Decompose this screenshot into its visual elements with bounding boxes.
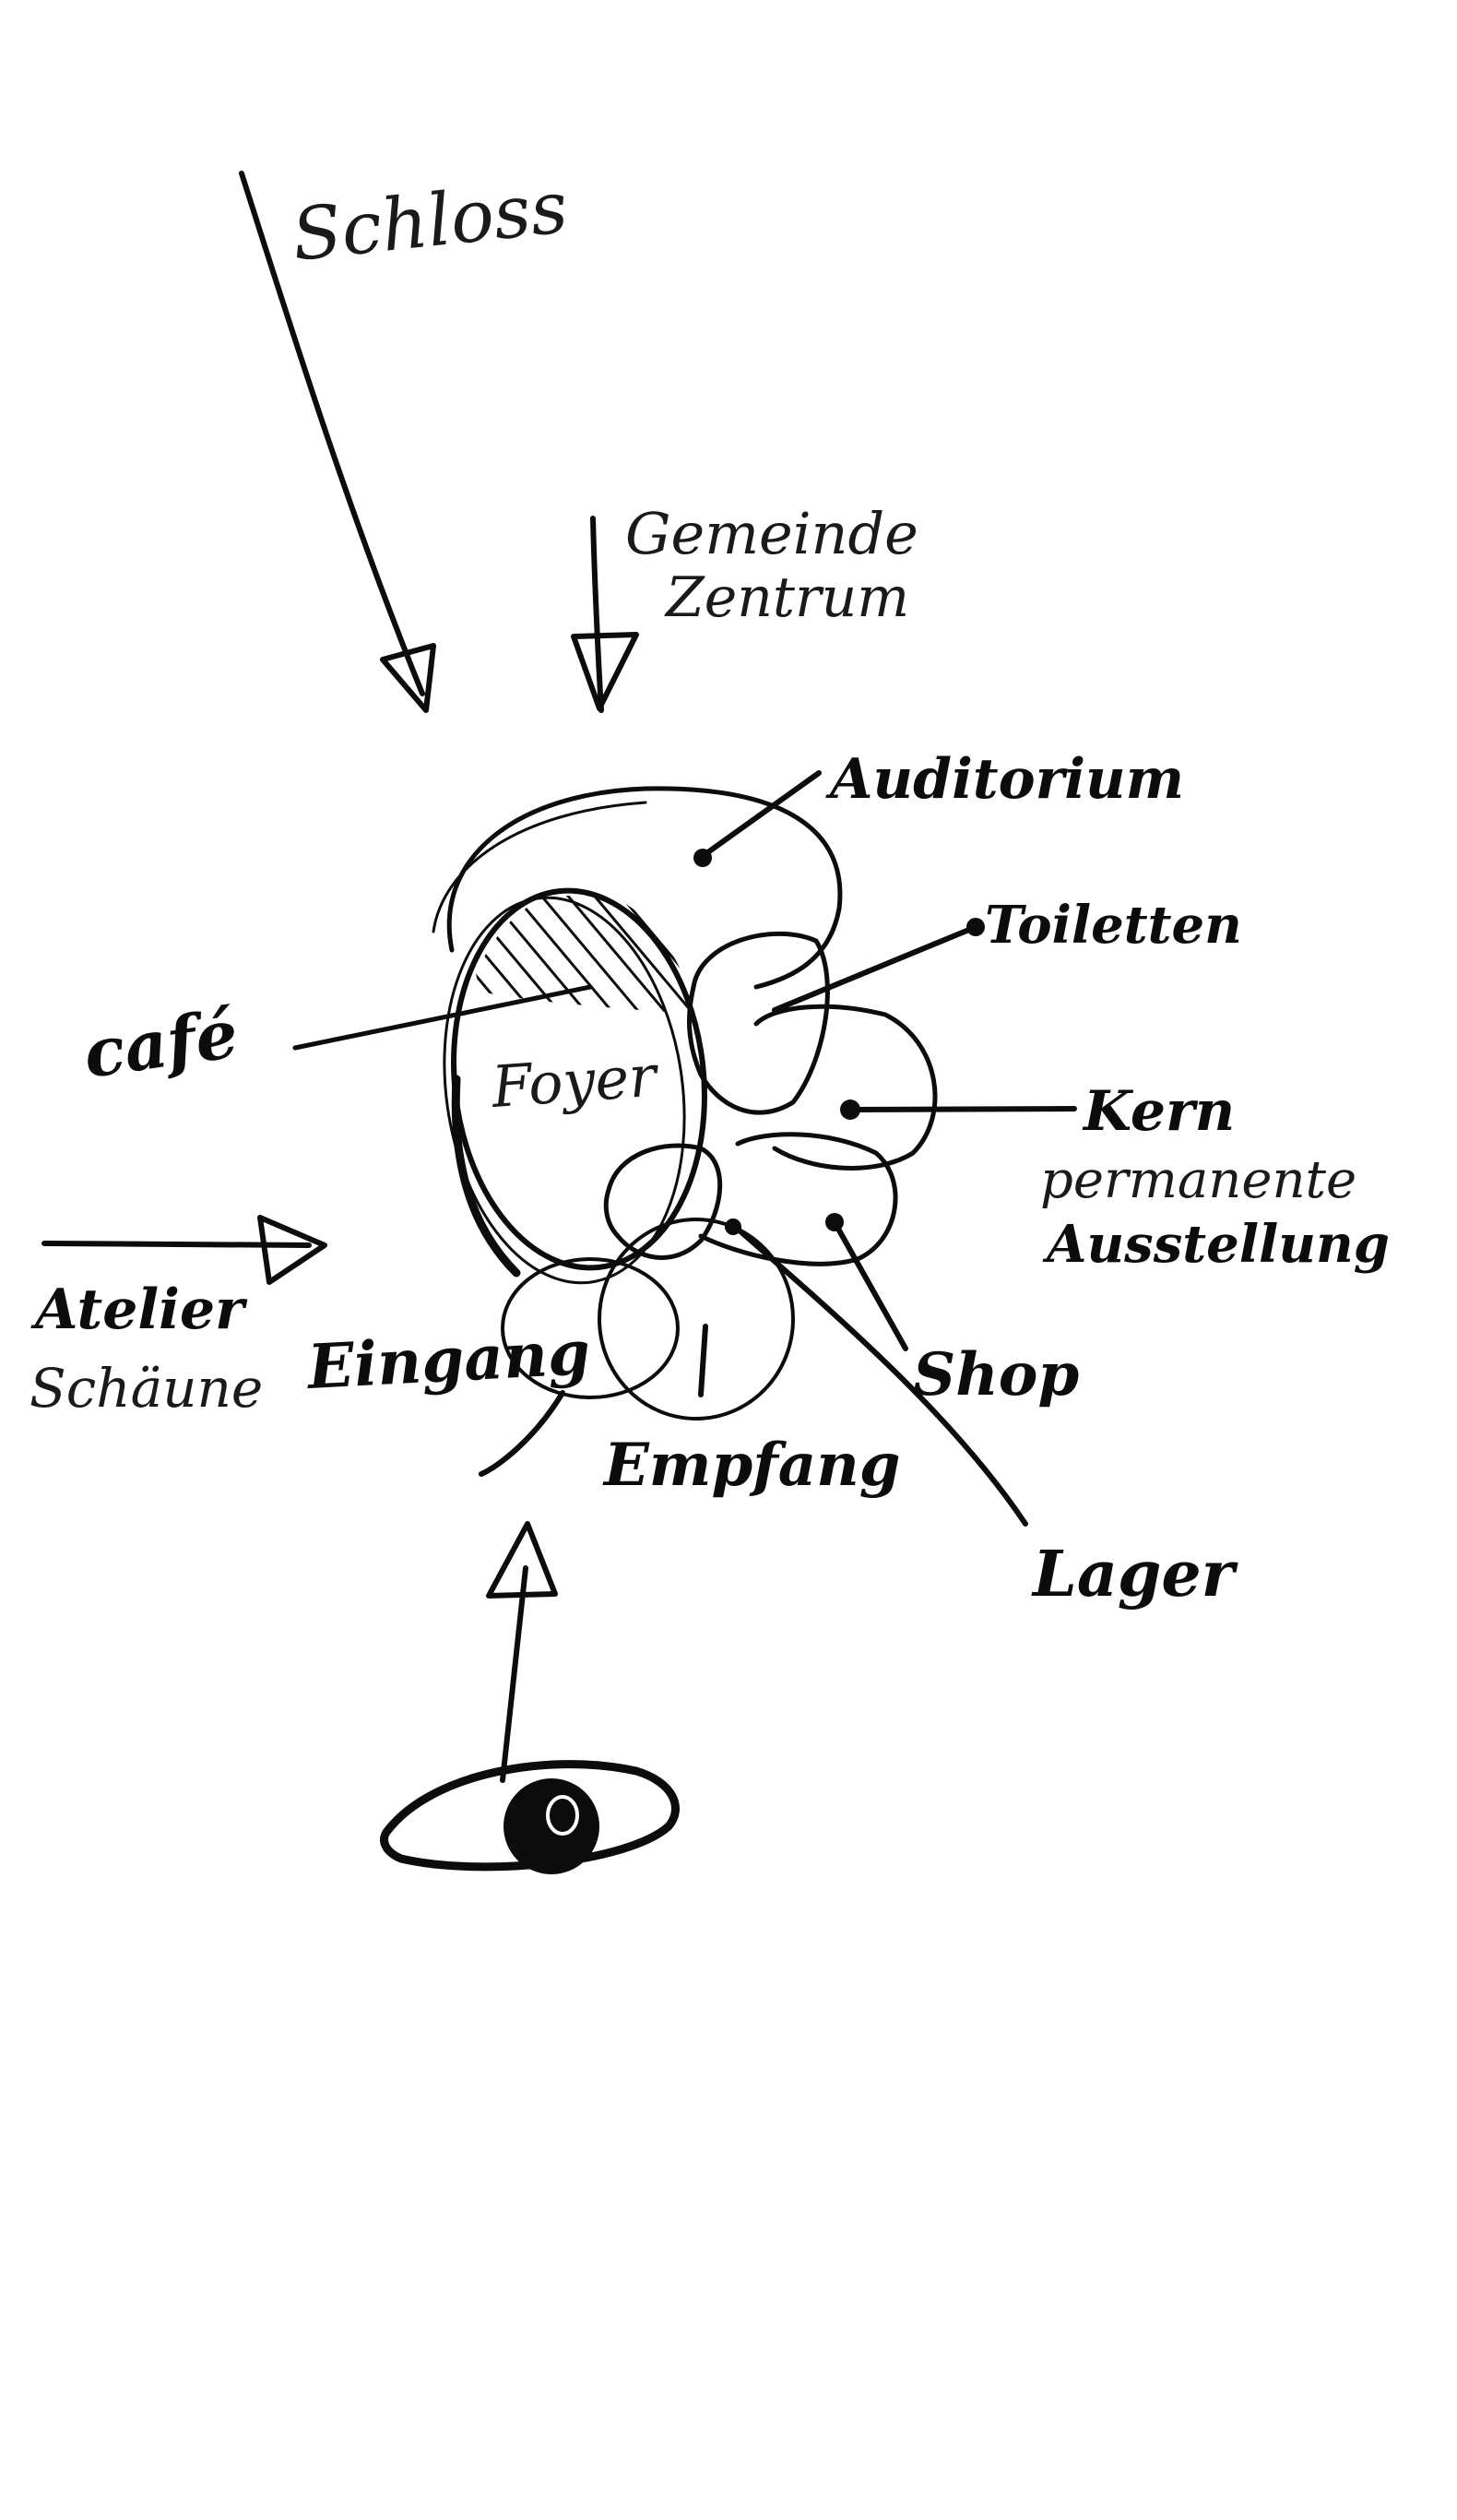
eye-icon <box>380 1760 680 1874</box>
label-toiletten: Toiletten <box>985 895 1242 956</box>
view-arrow <box>486 1521 558 1783</box>
toiletten-bubble <box>686 931 830 1115</box>
label-scheune: Schäune <box>30 1357 263 1420</box>
leader-auditorium <box>700 770 822 859</box>
label-schloss: Schloss <box>289 166 572 278</box>
label-atelier: Atelier <box>30 1278 248 1342</box>
label-permanente: permanente <box>1040 1150 1356 1210</box>
label-gemeinde: Gemeinde <box>625 500 918 567</box>
label-zentrum: Zentrum <box>664 565 909 630</box>
label-ausstellung: Ausstellung <box>1042 1214 1390 1275</box>
leader-lager <box>730 1222 1028 1527</box>
label-lager: Lager <box>1031 1538 1238 1611</box>
leader-eingang <box>479 1390 565 1477</box>
schloss-arrow <box>239 171 436 713</box>
shop-bubble <box>698 1132 898 1266</box>
label-auditorium: Auditorium <box>825 747 1184 812</box>
label-empfang: Empfang <box>602 1431 901 1500</box>
leader-kern <box>846 1106 1077 1112</box>
label-cafe: café <box>79 993 243 1092</box>
lager-hatched-bubble <box>603 1143 723 1260</box>
leader-lines <box>292 770 1077 1527</box>
atelier-scheune-arrow <box>41 1215 327 1285</box>
dot-auditorium <box>693 849 712 867</box>
label-shop: Shop <box>913 1340 1079 1409</box>
eingang-bubble <box>501 1257 680 1399</box>
leader-empfang <box>698 1324 708 1397</box>
auditorium-bubble <box>432 786 843 990</box>
gemeinde-zentrum-arrow <box>571 516 639 713</box>
foyer-bubble <box>443 887 707 1285</box>
leader-toiletten <box>772 924 978 1013</box>
empfang-bubble <box>598 1218 795 1420</box>
label-eingang: Eingang <box>304 1316 592 1403</box>
leader-cafe <box>292 984 593 1051</box>
label-kern: Kern <box>1082 1079 1235 1144</box>
kern-ausstellung-bubble <box>753 1004 938 1171</box>
diagram-labels: Schloss Gemeinde Zentrum Auditorium Toil… <box>30 166 1390 1611</box>
label-foyer: Foyer <box>489 1041 661 1121</box>
leader-shop <box>832 1219 908 1351</box>
